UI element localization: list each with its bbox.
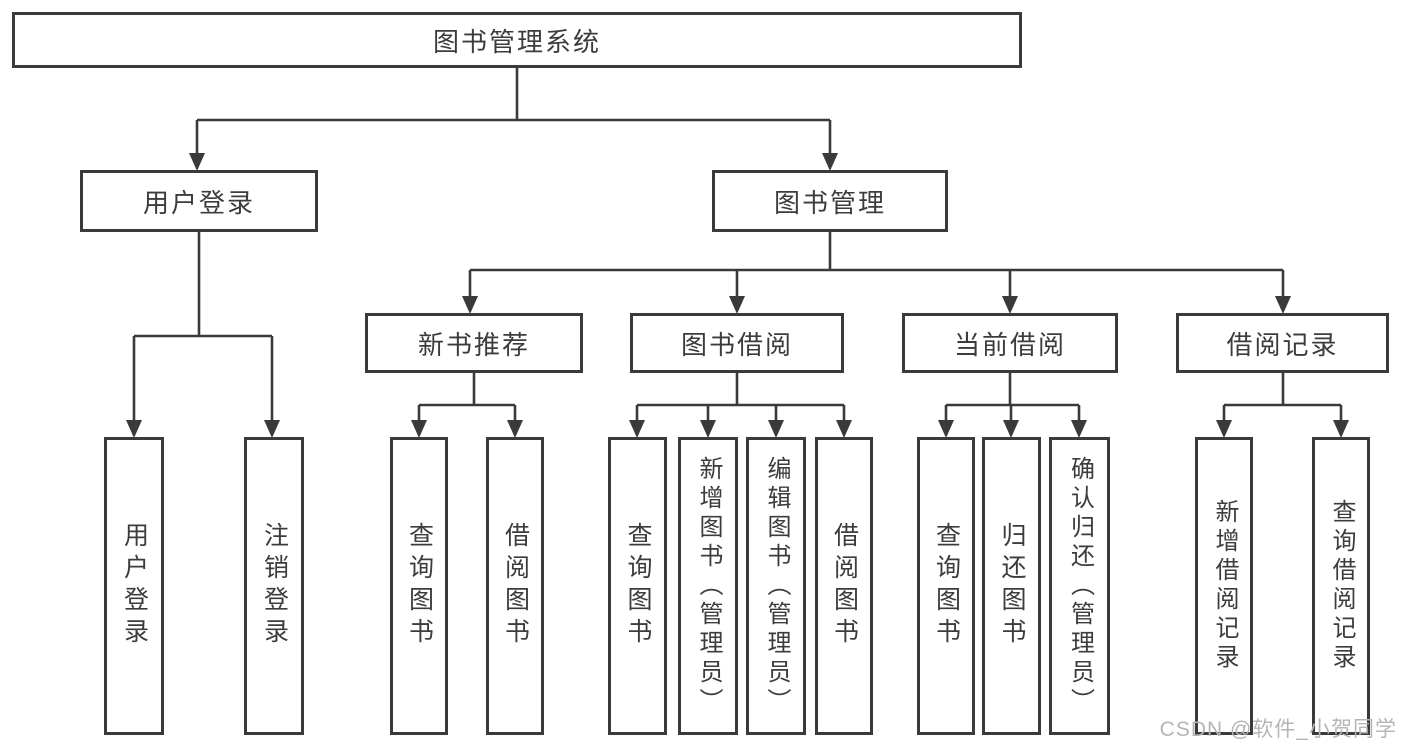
leaf-node-add-borrow-record: 新增借阅记录 [1195, 437, 1253, 735]
leaf-node-label: 查询借阅记录 [1328, 499, 1355, 673]
leaf-node-add-book-admin: 新增图书（管理员） [678, 437, 738, 735]
arrowheads [126, 153, 1349, 438]
branch-node-user-login: 用户登录 [80, 170, 318, 232]
branch-node-label: 用户登录 [142, 187, 255, 218]
leaf-node-query-borrow-record: 查询借阅记录 [1312, 437, 1370, 735]
leaf-node-label: 归还图书 [998, 522, 1026, 650]
leaf-node-query-books-borrow: 查询图书 [608, 437, 667, 735]
leaf-node-borrow-books-recommend: 借阅图书 [486, 437, 544, 735]
branch-node-book-management: 图书管理 [712, 170, 948, 232]
leaf-node-label: 借阅图书 [830, 522, 859, 650]
leaf-node-query-books-recommend: 查询图书 [390, 437, 448, 735]
root-node-label: 图书管理系统 [432, 26, 601, 57]
leaf-node-label: 确认归还（管理员） [1066, 455, 1094, 717]
root-node-library-system: 图书管理系统 [12, 12, 1022, 68]
leaf-node-label: 查询图书 [405, 522, 434, 650]
leaf-node-edit-book-admin: 编辑图书（管理员） [746, 437, 806, 735]
leaf-node-label: 用户登录 [120, 522, 149, 650]
leaf-node-user-login: 用户登录 [104, 437, 164, 735]
leaf-node-query-books-current: 查询图书 [917, 437, 975, 735]
branch-node-label: 图书管理 [773, 187, 886, 218]
leaf-node-label: 借阅图书 [501, 522, 530, 650]
category-node-label: 当前借阅 [953, 329, 1066, 360]
category-node-new-book-recommend: 新书推荐 [365, 313, 583, 373]
leaf-node-label: 查询图书 [932, 522, 961, 650]
leaf-node-label: 编辑图书（管理员） [763, 455, 790, 717]
category-node-label: 新书推荐 [417, 329, 530, 360]
leaf-node-label: 新增图书（管理员） [695, 455, 722, 717]
leaf-node-borrow-book: 借阅图书 [815, 437, 873, 735]
leaf-node-label: 新增借阅记录 [1211, 499, 1238, 673]
category-node-book-borrow: 图书借阅 [630, 313, 844, 373]
category-node-label: 借阅记录 [1226, 329, 1339, 360]
leaf-node-logout: 注销登录 [244, 437, 304, 735]
leaf-node-label: 查询图书 [624, 522, 652, 650]
watermark: CSDN @软件_小贺同学 [1159, 718, 1397, 741]
leaf-node-confirm-return-admin: 确认归还（管理员） [1049, 437, 1110, 735]
leaf-node-label: 注销登录 [260, 522, 289, 650]
category-node-current-borrow: 当前借阅 [902, 313, 1118, 373]
leaf-node-return-book: 归还图书 [982, 437, 1041, 735]
category-node-label: 图书借阅 [680, 329, 793, 360]
category-node-borrow-record: 借阅记录 [1176, 313, 1389, 373]
